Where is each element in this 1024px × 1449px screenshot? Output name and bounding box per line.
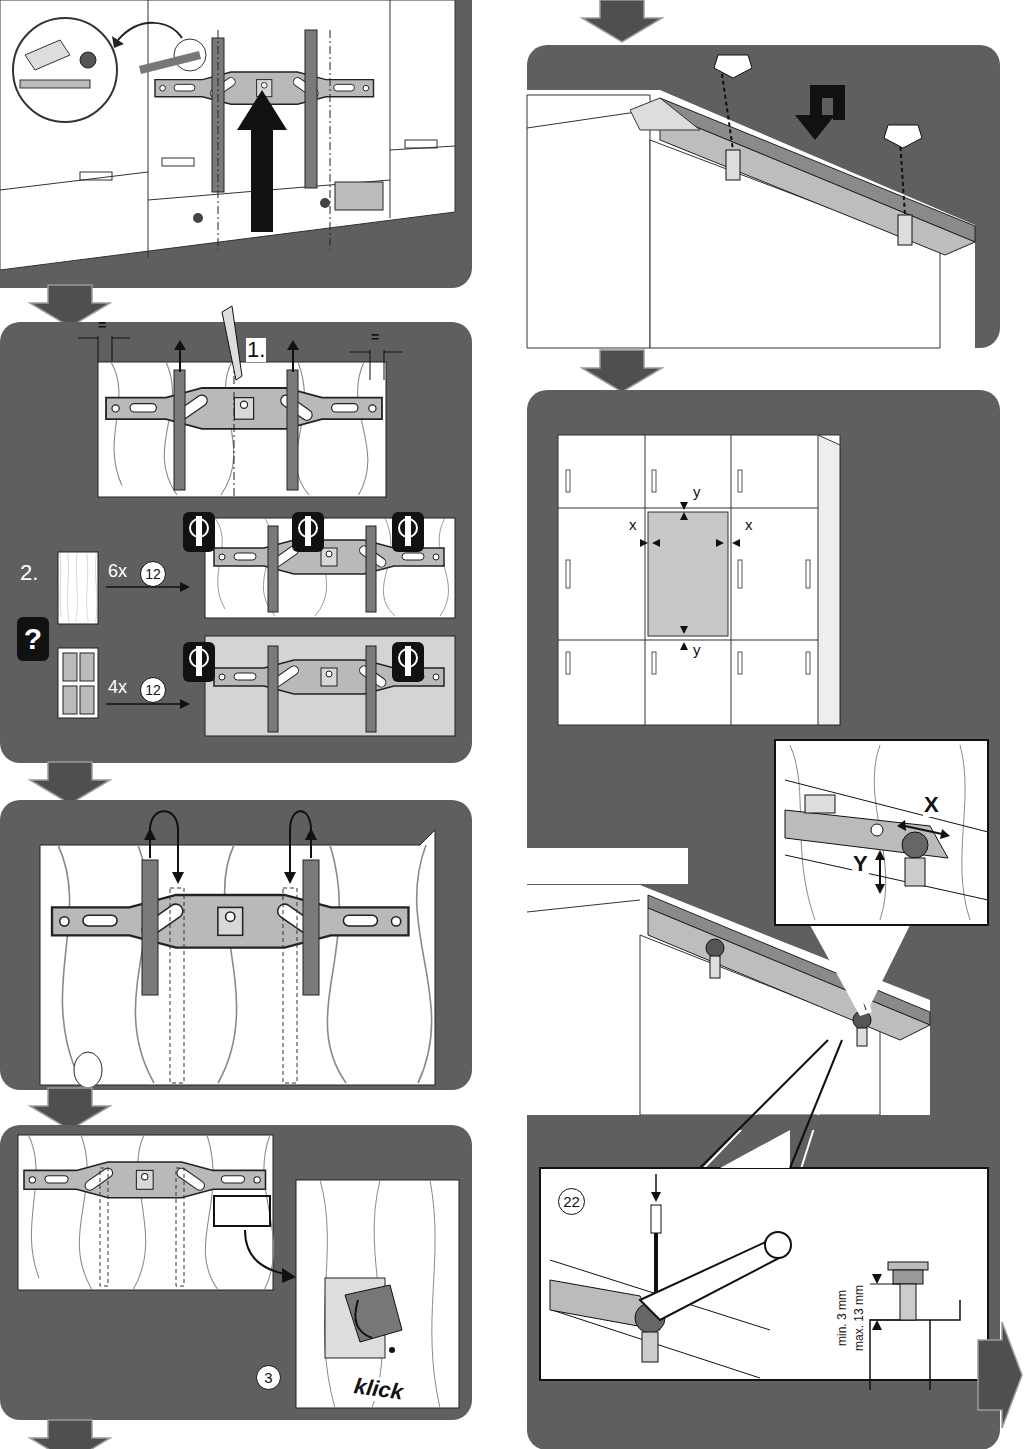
node-text: 22	[563, 1194, 580, 1209]
step-number: 1.	[246, 338, 266, 362]
quantity: 4x	[108, 678, 127, 698]
gap-label: y	[692, 642, 702, 659]
dimension: max. 13 mm	[853, 1284, 866, 1352]
node-text: ?	[24, 624, 42, 654]
node-text: 3	[264, 1370, 272, 1385]
equal-mark: =	[371, 330, 379, 345]
callout-number: 12	[140, 561, 166, 587]
callout-number: 3	[256, 1365, 281, 1390]
gap-label: y	[692, 484, 702, 501]
node-text: 12	[145, 567, 161, 581]
dimension: min. 3 mm	[836, 1289, 849, 1347]
gap-label: x	[744, 517, 754, 534]
callout-number: 12	[140, 677, 166, 703]
quantity: 6x	[108, 562, 127, 582]
node-text: 12	[145, 683, 161, 697]
axis-label: X	[923, 793, 940, 817]
help-symbol: ?	[17, 617, 49, 661]
gap-label: x	[628, 517, 638, 534]
callout-number: 22	[558, 1188, 585, 1215]
step-number: 2.	[20, 561, 38, 585]
axis-label: Y	[852, 852, 869, 876]
equal-mark: =	[98, 318, 106, 333]
